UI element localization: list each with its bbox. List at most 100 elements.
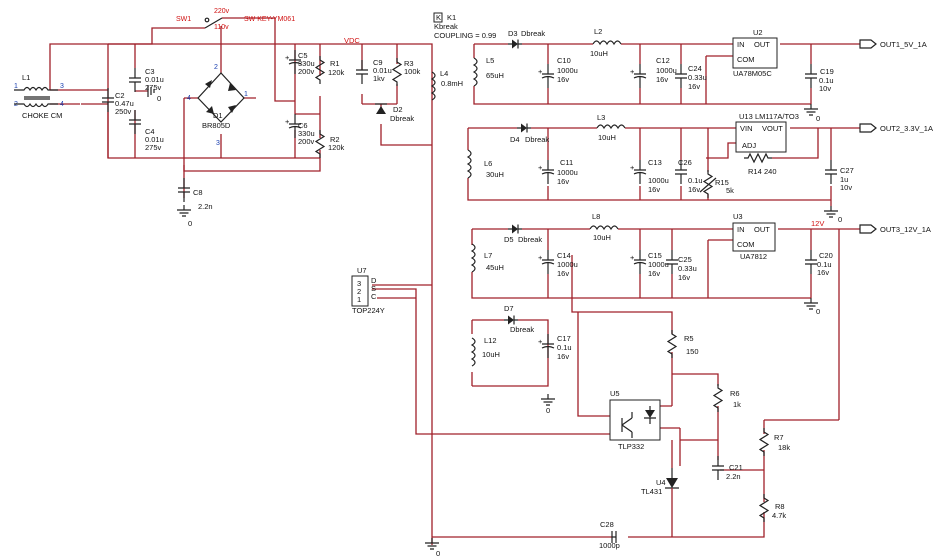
- C20-rating: 16v: [817, 268, 829, 277]
- svg-text:K: K: [436, 13, 441, 22]
- D3-value: Dbreak: [521, 29, 545, 38]
- C11-ref: C11: [560, 158, 573, 167]
- diode-D3: D3 Dbreak: [507, 29, 545, 50]
- L7-value: 45uH: [486, 263, 504, 272]
- C17-value: 0.1u: [557, 343, 572, 352]
- resistor-R6: R6 1k: [713, 383, 741, 413]
- R15-ref: R15: [715, 178, 729, 187]
- capacitor-C8: C8 2.2n 0: [176, 177, 213, 228]
- vdc-net-label: VDC: [344, 36, 360, 45]
- U2-out-label: OUT: [754, 40, 770, 49]
- R5-ref: R5: [684, 334, 694, 343]
- R3-ref: R3: [404, 59, 414, 68]
- L4-ref: L4: [440, 69, 448, 78]
- U7-pin1: 1: [357, 295, 361, 304]
- C3-value: 0.01u: [145, 75, 164, 84]
- C6-value: 330u: [298, 129, 315, 138]
- L1-value: CHOKE CM: [22, 111, 62, 120]
- L4-value: 0.8mH: [441, 79, 463, 88]
- out2-label: OUT2_3.3V_1A: [880, 124, 933, 133]
- optocoupler-U5: U5 TLP332: [609, 389, 661, 451]
- D2-value: Dbreak: [390, 114, 414, 123]
- R1-value: 120k: [328, 68, 345, 77]
- C28-ref: C28: [600, 520, 614, 529]
- C21-value: 2.2n: [726, 472, 741, 481]
- inductor-L7: L7 45uH: [471, 243, 504, 273]
- coupling-K1: K K1 Kbreak COUPLING = 0.99: [433, 12, 496, 40]
- L12-value: 10uH: [482, 350, 500, 359]
- choke-L1: L1 CHOKE CM 1 2 3 4: [14, 73, 64, 120]
- C12-rating: 16v: [656, 75, 668, 84]
- C3-rating: 275v: [145, 83, 162, 92]
- R5-value: 150: [686, 347, 699, 356]
- regulator-U2: U2 IN OUT COM UA78M05C: [732, 28, 778, 78]
- C12-ref: C12: [656, 56, 670, 65]
- capacitor-C3: C3 0.01u 275v: [128, 67, 164, 93]
- capacitor-C13: C13 1000u 16v: [629, 158, 669, 194]
- inductor-L8: L8 10uH: [589, 212, 619, 242]
- C15-rating: 16v: [648, 269, 660, 278]
- U2-value: UA78M05C: [733, 69, 772, 78]
- U13-adj-label: ADJ: [742, 141, 756, 150]
- U13-ref: U13: [739, 112, 753, 121]
- U2-in-label: IN: [737, 40, 745, 49]
- C20-value: 0.1u: [817, 260, 832, 269]
- out1-label: OUT1_5V_1A: [880, 40, 927, 49]
- ground-label-5: 0: [838, 215, 842, 224]
- C27-value: 1u: [840, 175, 848, 184]
- output-port-3: OUT3_12V_1A: [859, 224, 931, 234]
- C3-ref: C3: [145, 67, 155, 76]
- C19-rating: 10v: [819, 84, 831, 93]
- inductor-L5: L5 65uH: [473, 56, 504, 87]
- output-port-2: OUT2_3.3V_1A: [859, 123, 933, 133]
- U4-value: TL431: [641, 487, 662, 496]
- capacitor-C27: C27 1u 10v 0: [823, 159, 854, 224]
- resistor-R15: R15 5k: [699, 169, 734, 199]
- ground-label-1: 0: [157, 94, 161, 103]
- C13-value: 1000u: [648, 176, 669, 185]
- capacitor-C15: C15 1000u 16v: [629, 249, 669, 278]
- inductor-L6: L6 30uH: [467, 149, 504, 179]
- D1-value: BR805D: [202, 121, 231, 130]
- D5-value: Dbreak: [518, 235, 542, 244]
- K1-coupling: COUPLING = 0.99: [434, 31, 496, 40]
- U13-value: LM117A/TO3: [755, 112, 799, 121]
- capacitor-C19: C19 0.1u 10v 0: [803, 63, 834, 123]
- L2-value: 10uH: [590, 49, 608, 58]
- L12-ref: L12: [484, 336, 497, 345]
- D7-ref: D7: [504, 304, 514, 313]
- capacitor-C4: C4 0.01u 275v: [128, 109, 164, 152]
- C2-rating: 250v: [115, 107, 132, 116]
- D1-ref: D1: [213, 111, 223, 120]
- R2-value: 120k: [328, 143, 345, 152]
- L5-value: 65uH: [486, 71, 504, 80]
- C5-value: 330u: [298, 59, 315, 68]
- C6-ref: C6: [298, 121, 308, 130]
- L3-value: 10uH: [598, 133, 616, 142]
- D3-ref: D3: [508, 29, 518, 38]
- ground-label-4: 0: [816, 114, 820, 123]
- L2-ref: L2: [594, 27, 602, 36]
- resistor-R7: R7 18k: [759, 427, 790, 457]
- capacitor-C10: C10 1000u 16v: [537, 56, 578, 89]
- C11-rating: 16v: [557, 177, 569, 186]
- D1-pin3: 3: [216, 140, 220, 147]
- C13-rating: 16v: [648, 185, 660, 194]
- L5-ref: L5: [486, 56, 494, 65]
- resistor-R1: R1 120k: [315, 55, 345, 85]
- L8-value: 10uH: [593, 233, 611, 242]
- C10-value: 1000u: [557, 66, 578, 75]
- C14-ref: C14: [557, 251, 571, 260]
- D1-pin1: 1: [244, 91, 248, 98]
- L1-pin3: 3: [60, 83, 64, 90]
- U4-ref: U4: [656, 478, 666, 487]
- C10-rating: 16v: [557, 75, 569, 84]
- capacitor-C20: C20 0.1u 16v 0: [803, 249, 833, 316]
- capacitor-C9: C9 0.01u 1kv: [355, 58, 392, 85]
- resistor-R14: R14 240: [744, 152, 777, 176]
- diode-D4: D4 Dbreak: [510, 122, 549, 144]
- C4-value: 0.01u: [145, 135, 164, 144]
- C24-rating: 16v: [688, 82, 700, 91]
- out3-label: OUT3_12V_1A: [880, 225, 931, 234]
